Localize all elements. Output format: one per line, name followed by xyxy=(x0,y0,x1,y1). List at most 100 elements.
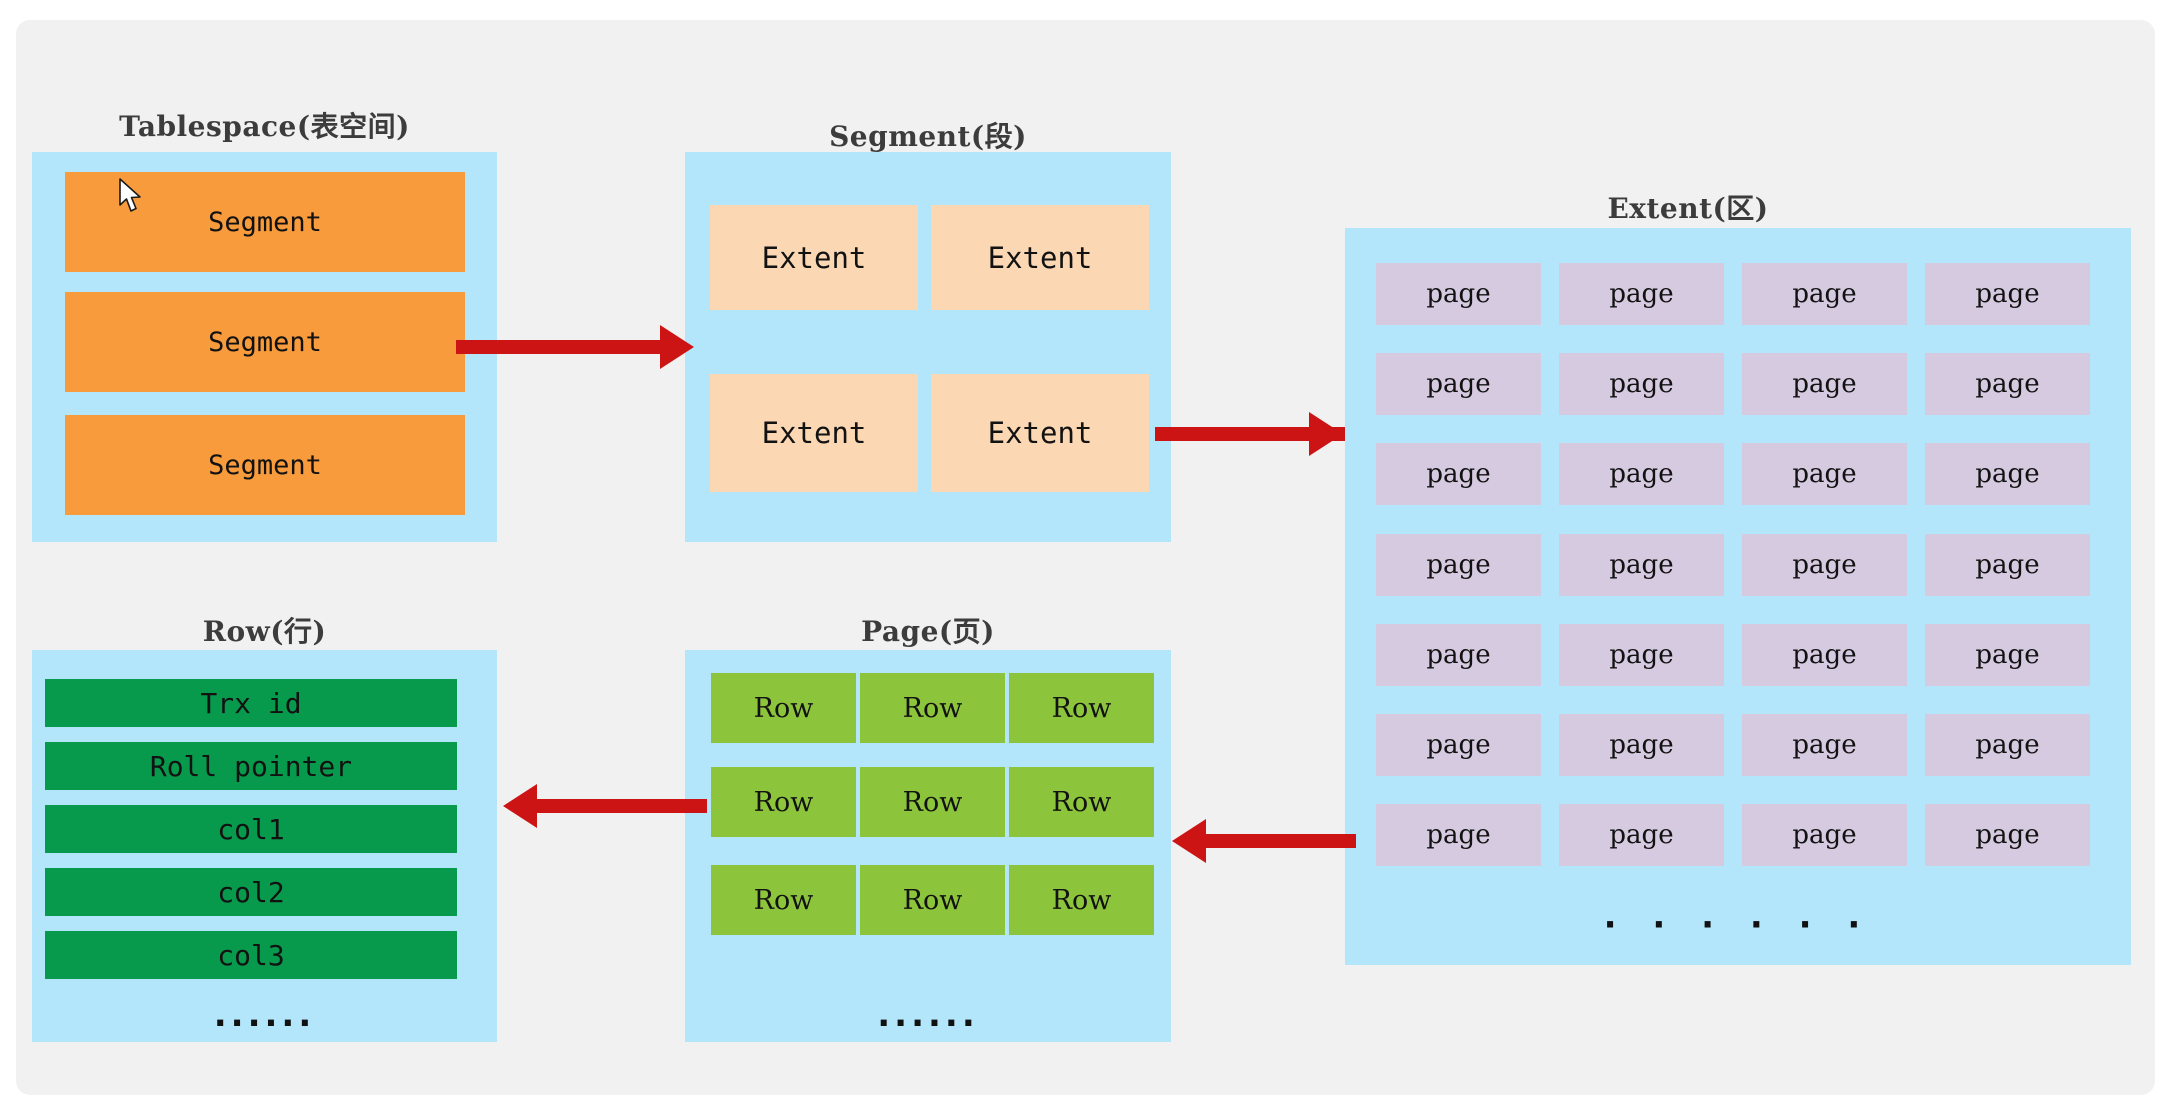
extent-page-2-label: page xyxy=(1609,279,1674,309)
segment-extent-2[interactable]: Extent xyxy=(931,205,1149,310)
extent-page-9[interactable]: page xyxy=(1376,443,1541,505)
row-field-trx-id-label: Trx id xyxy=(200,686,302,720)
page-row-7[interactable]: Row xyxy=(711,865,856,935)
extent-page-1-label: page xyxy=(1426,279,1491,309)
extent-page-25-label: page xyxy=(1426,820,1491,850)
extent-page-25[interactable]: page xyxy=(1376,804,1541,866)
segment-extent-3[interactable]: Extent xyxy=(710,374,918,492)
extent-page-17[interactable]: page xyxy=(1376,624,1541,686)
extent-page-12-label: page xyxy=(1975,459,2040,489)
page-row-3[interactable]: Row xyxy=(1009,673,1154,743)
page-row-6[interactable]: Row xyxy=(1009,767,1154,837)
extent-page-9-label: page xyxy=(1426,459,1491,489)
tablespace-segment-2-label: Segment xyxy=(208,326,322,358)
row-ellipsis: ...... xyxy=(213,995,316,1035)
arrow-extent-to-page-head xyxy=(1172,819,1206,863)
extent-page-10-label: page xyxy=(1609,459,1674,489)
extent-title: Extent(区) xyxy=(1607,192,1769,225)
extent-page-24-label: page xyxy=(1975,730,2040,760)
tablespace-segment-3-label: Segment xyxy=(208,449,322,481)
extent-page-10[interactable]: page xyxy=(1559,443,1724,505)
extent-page-17-label: page xyxy=(1426,640,1491,670)
row-field-roll-pointer[interactable]: Roll pointer xyxy=(45,742,457,790)
extent-page-15-label: page xyxy=(1792,550,1857,580)
tablespace-segment-2[interactable]: Segment xyxy=(65,292,465,392)
page-row-4[interactable]: Row xyxy=(711,767,856,837)
extent-page-3[interactable]: page xyxy=(1742,263,1907,325)
extent-page-23[interactable]: page xyxy=(1742,714,1907,776)
page-row-8-label: Row xyxy=(902,884,963,916)
extent-ellipsis: · · · · · · xyxy=(1603,905,1873,945)
page-row-7-label: Row xyxy=(753,884,814,916)
segment-title: Segment(段) xyxy=(829,120,1027,153)
extent-page-14[interactable]: page xyxy=(1559,534,1724,596)
extent-page-1[interactable]: page xyxy=(1376,263,1541,325)
row-field-col3-label: col3 xyxy=(217,938,285,972)
arrow-segment-to-extent-head xyxy=(1309,412,1343,456)
extent-page-27[interactable]: page xyxy=(1742,804,1907,866)
extent-page-11-label: page xyxy=(1792,459,1857,489)
extent-page-13-label: page xyxy=(1426,550,1491,580)
extent-page-6[interactable]: page xyxy=(1559,353,1724,415)
arrow-tablespace-to-segment-head xyxy=(660,325,694,369)
tablespace-segment-3[interactable]: Segment xyxy=(65,415,465,515)
extent-page-20[interactable]: page xyxy=(1925,624,2090,686)
page-row-5[interactable]: Row xyxy=(860,767,1005,837)
segment-extent-4[interactable]: Extent xyxy=(931,374,1149,492)
row-field-col1-label: col1 xyxy=(217,812,285,846)
extent-page-23-label: page xyxy=(1792,730,1857,760)
row-field-col2[interactable]: col2 xyxy=(45,868,457,916)
page-row-9[interactable]: Row xyxy=(1009,865,1154,935)
extent-page-13[interactable]: page xyxy=(1376,534,1541,596)
page-row-8[interactable]: Row xyxy=(860,865,1005,935)
mouse-cursor-icon xyxy=(119,178,141,212)
extent-page-11[interactable]: page xyxy=(1742,443,1907,505)
extent-page-21-label: page xyxy=(1426,730,1491,760)
segment-extent-3-label: Extent xyxy=(761,416,867,450)
page-title: Page(页) xyxy=(861,615,995,648)
extent-page-19[interactable]: page xyxy=(1742,624,1907,686)
extent-page-5-label: page xyxy=(1426,369,1491,399)
row-field-col1[interactable]: col1 xyxy=(45,805,457,853)
arrow-tablespace-to-segment-shaft xyxy=(456,340,676,354)
extent-page-18-label: page xyxy=(1609,640,1674,670)
extent-page-16-label: page xyxy=(1975,550,2040,580)
extent-page-22[interactable]: page xyxy=(1559,714,1724,776)
extent-page-3-label: page xyxy=(1792,279,1857,309)
extent-page-26-label: page xyxy=(1609,820,1674,850)
extent-page-8[interactable]: page xyxy=(1925,353,2090,415)
row-title: Row(行) xyxy=(202,615,327,648)
arrow-extent-to-page-shaft xyxy=(1206,834,1356,848)
extent-page-2[interactable]: page xyxy=(1559,263,1724,325)
extent-page-15[interactable]: page xyxy=(1742,534,1907,596)
extent-page-4-label: page xyxy=(1975,279,2040,309)
page-row-3-label: Row xyxy=(1051,692,1112,724)
extent-page-26[interactable]: page xyxy=(1559,804,1724,866)
extent-page-28-label: page xyxy=(1975,820,2040,850)
arrow-page-to-row-shaft xyxy=(537,799,707,813)
extent-page-16[interactable]: page xyxy=(1925,534,2090,596)
extent-page-7[interactable]: page xyxy=(1742,353,1907,415)
row-field-trx-id[interactable]: Trx id xyxy=(45,679,457,727)
page-row-2[interactable]: Row xyxy=(860,673,1005,743)
segment-extent-1-label: Extent xyxy=(761,240,867,275)
extent-page-21[interactable]: page xyxy=(1376,714,1541,776)
extent-page-28[interactable]: page xyxy=(1925,804,2090,866)
extent-page-27-label: page xyxy=(1792,820,1857,850)
tablespace-segment-1-label: Segment xyxy=(208,206,322,238)
extent-page-5[interactable]: page xyxy=(1376,353,1541,415)
extent-page-18[interactable]: page xyxy=(1559,624,1724,686)
segment-extent-2-label: Extent xyxy=(987,240,1093,275)
page-row-1[interactable]: Row xyxy=(711,673,856,743)
extent-page-4[interactable]: page xyxy=(1925,263,2090,325)
tablespace-title: Tablespace(表空间) xyxy=(119,110,410,143)
segment-extent-1[interactable]: Extent xyxy=(710,205,918,310)
row-field-col3[interactable]: col3 xyxy=(45,931,457,979)
extent-page-8-label: page xyxy=(1975,369,2040,399)
extent-page-12[interactable]: page xyxy=(1925,443,2090,505)
extent-page-24[interactable]: page xyxy=(1925,714,2090,776)
extent-page-6-label: page xyxy=(1609,369,1674,399)
segment-extent-4-label: Extent xyxy=(987,416,1093,450)
extent-page-14-label: page xyxy=(1609,550,1674,580)
